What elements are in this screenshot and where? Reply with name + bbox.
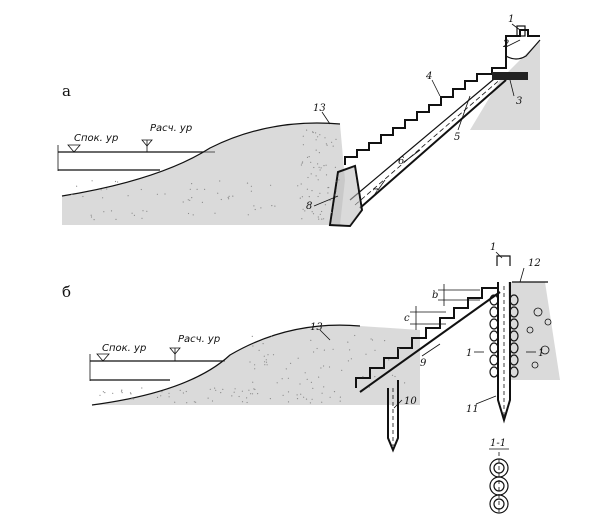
panel-b-anchor-rings (489, 294, 519, 378)
panel-b-leader-10 (393, 399, 403, 409)
panel-a-leader-1 (511, 23, 521, 31)
panel-b-leader-13 (319, 329, 331, 341)
panel-a-callout-13: 13 (313, 103, 326, 114)
panel-a-leader-7 (377, 179, 386, 191)
panel-b-callout-10: 10 (404, 396, 417, 407)
panel-a-leader-4 (431, 79, 441, 97)
panel-a-calm-level-label: Спок. ур (74, 133, 118, 144)
panel-b-calm-level-marker (96, 353, 110, 362)
panel-a-leader-5 (457, 95, 471, 131)
panel-b-leader-9 (421, 343, 441, 357)
panel-b-label: б (62, 283, 71, 301)
panel-b-slope-line (91, 324, 361, 406)
panel-b-design-level-label: Расч. ур (178, 334, 220, 345)
panel-b-section-label-left: 1 (466, 348, 472, 359)
panel-b-slope-soil (92, 325, 420, 405)
panel-a-curb-block (516, 25, 526, 37)
panel-a-callout-4: 4 (425, 71, 432, 82)
panel-b-section-label-right: 1 (538, 348, 544, 359)
panel-a-callout-5: 5 (454, 132, 460, 143)
panel-a-callout-1: 1 (508, 14, 514, 25)
panel-a-reinforcement (354, 76, 504, 206)
panel-a-callout-7: 7 (372, 188, 379, 199)
panel-a-label: а (62, 82, 71, 100)
panel-a-slope-soil (62, 123, 345, 225)
panel-b-section-title: 1-1 (490, 438, 506, 449)
panel-b-calm-level-label: Спок. ур (102, 343, 146, 354)
panel-b-leader-11 (475, 395, 497, 405)
panel-a-leader-13 (321, 111, 331, 125)
panel-a-leader-2 (507, 39, 521, 47)
panel-a-stair-flight-lower (359, 79, 507, 209)
panel-b-stair-steps (355, 282, 499, 388)
panel-a-design-level-label: Расч. ур (150, 123, 192, 134)
panel-a-leader-6 (403, 149, 421, 163)
panel-a-callout-2: 2 (502, 39, 509, 50)
panel-b-callout-13: 13 (310, 322, 323, 333)
soil-stipple (71, 129, 406, 404)
panel-b-rubble-stones (526, 307, 552, 369)
panel-a-stair-flight-upper (349, 73, 501, 201)
panel-a-top-slab-curve (505, 39, 541, 60)
panel-b-section-rings (489, 458, 509, 514)
panel-b-bank-soil (508, 282, 560, 380)
panel-a: а Спок. ур Расч. ур (57, 14, 541, 228)
panel-b-leader-12 (519, 267, 525, 283)
panel-a-slope-line (61, 122, 341, 197)
panel-a-bank-soil (470, 40, 540, 130)
panel-b-callout-11: 11 (466, 404, 479, 415)
panel-a-stair-steps (344, 56, 507, 165)
panel-a-leader-8 (313, 195, 339, 207)
panel-b-leader-1 (495, 251, 503, 259)
panel-b: б Спок. ур Расч. ур (62, 242, 560, 514)
panel-b-dim-b-label: b (432, 290, 438, 301)
panel-a-leader-3 (509, 79, 515, 97)
panel-b-pile-left (387, 380, 399, 453)
panel-b-dim-c-label: c (404, 313, 410, 324)
panel-a-upper-beam (492, 72, 528, 80)
panel-b-callout-9: 9 (420, 358, 427, 369)
panel-b-pile-head (496, 255, 511, 266)
panel-b-stair-flight (359, 291, 501, 393)
panel-b-callout-12: 12 (528, 258, 541, 269)
panel-a-callout-8: 8 (306, 201, 312, 212)
panel-a-calm-level-marker (67, 144, 81, 153)
panel-a-callout-6: 6 (398, 156, 405, 167)
panel-a-foundation-fill (331, 167, 361, 225)
panel-a-callout-3: 3 (516, 96, 522, 107)
panel-a-foundation-block (328, 164, 364, 228)
panel-b-callout-1: 1 (490, 242, 496, 253)
